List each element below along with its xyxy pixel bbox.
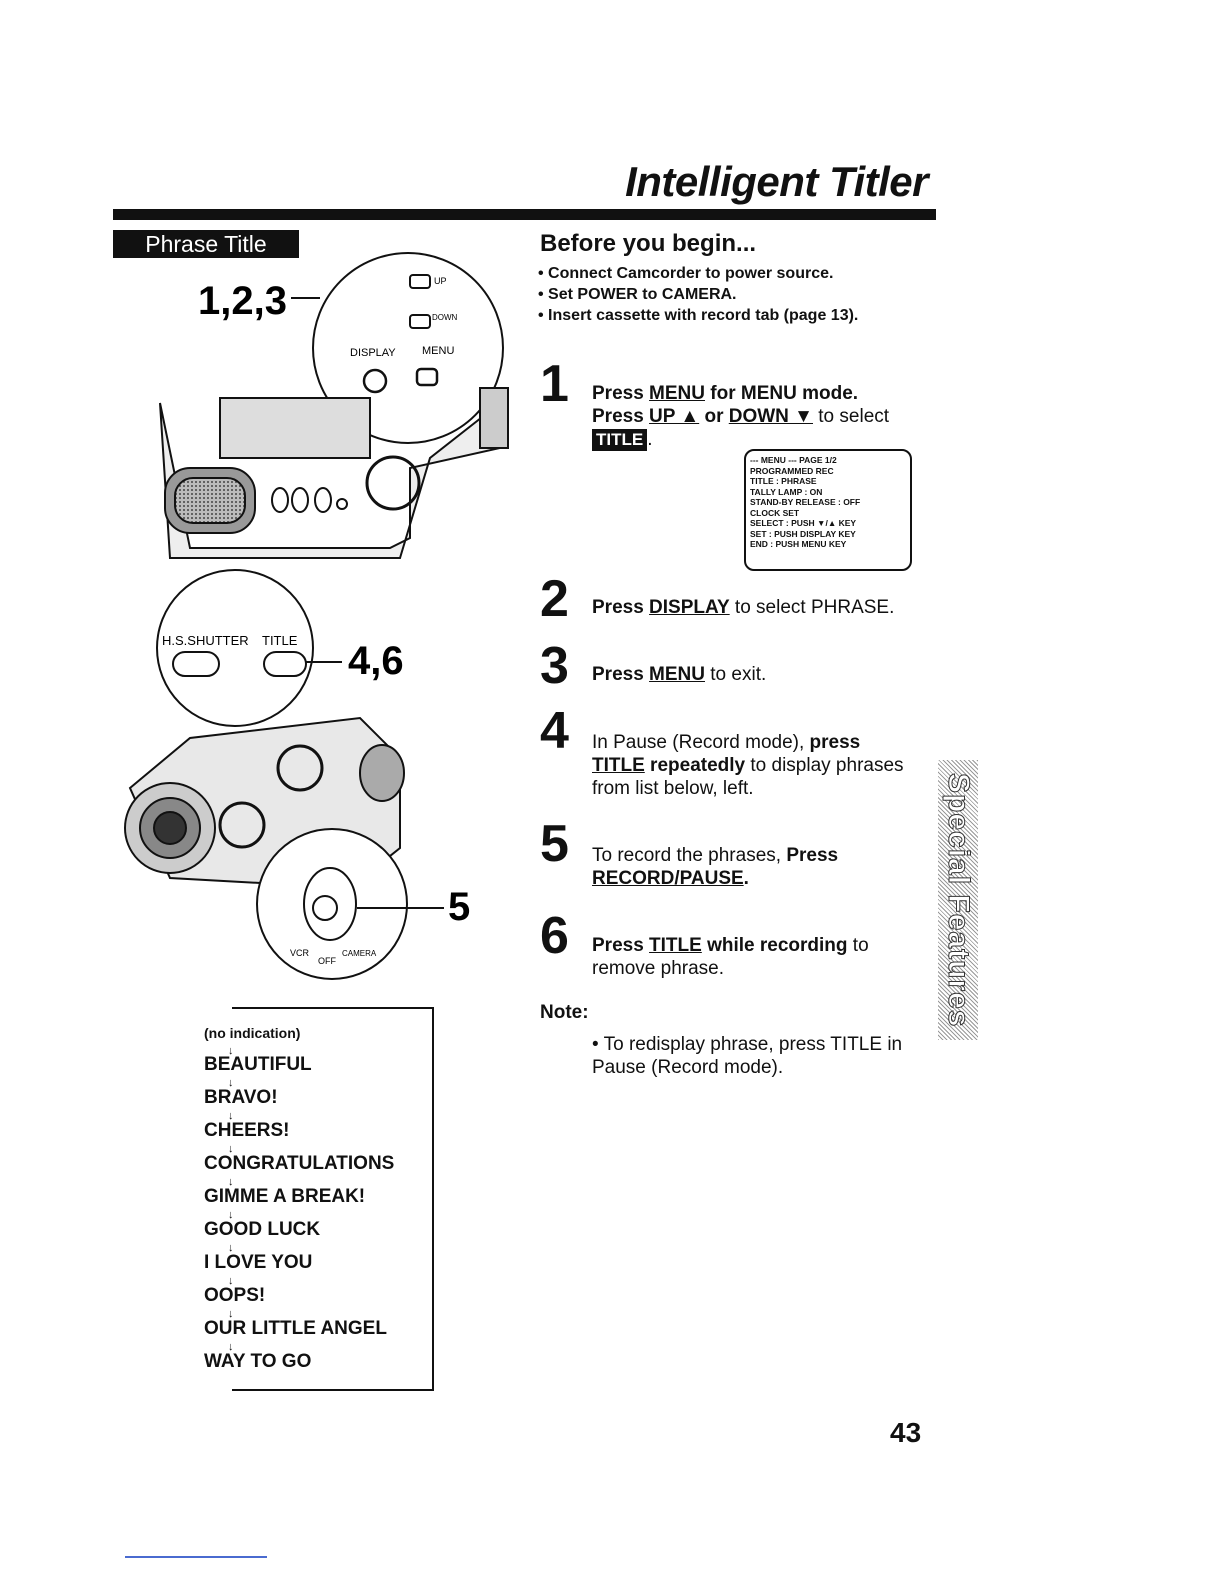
- note-label: Note:: [540, 1002, 589, 1023]
- bullet-item: • Connect Camcorder to power source.: [538, 265, 834, 282]
- menu-label: MENU: [422, 345, 454, 357]
- down-label: DOWN: [432, 313, 458, 322]
- step-5-text: To record the phrases, Press RECORD/PAUS…: [592, 845, 839, 889]
- phrase-item: BEAUTIFUL↓: [204, 1054, 312, 1089]
- page-number: 43: [890, 1417, 922, 1448]
- step-1-text: Press MENU for MENU mode. Press UP ▲ or …: [592, 383, 890, 451]
- menu-screen-display: --- MENU --- PAGE 1/2 PROGRAMMED REC TIT…: [744, 449, 912, 571]
- step-4-number: 4: [540, 702, 569, 760]
- phrase-item: CONGRATULATIONS↓: [204, 1153, 395, 1188]
- step-3-number: 3: [540, 637, 569, 695]
- phrase-item: OOPS!↓: [204, 1285, 266, 1320]
- callout-46: 4,6: [348, 639, 404, 683]
- camera-label: CAMERA: [342, 949, 377, 958]
- before-bullets: • Connect Camcorder to power source. • S…: [538, 263, 858, 326]
- phrase-item: I LOVE YOU↓: [204, 1252, 313, 1287]
- note-text: • To redisplay phrase, press TITLE in Pa…: [592, 1034, 903, 1078]
- phrase-list-box: [232, 1007, 434, 1391]
- section-badge: Phrase Title: [113, 230, 299, 258]
- display-label: DISPLAY: [350, 347, 396, 359]
- page-title: Intelligent Titler: [625, 158, 928, 205]
- step-5-number: 5: [540, 815, 569, 873]
- title-rule: [113, 209, 936, 220]
- phrase-item: CHEERS!↓: [204, 1120, 290, 1155]
- phrase-no-indication: (no indication)↓: [204, 1025, 301, 1057]
- phrase-item: BRAVO!↓: [204, 1087, 278, 1122]
- menu-buttons-closeup: UP DOWN DISPLAY MENU: [291, 252, 504, 444]
- step-1-number: 1: [540, 355, 569, 413]
- side-tab-label: Special Features: [942, 772, 976, 1028]
- phrase-item: WAY TO GO: [204, 1351, 312, 1372]
- step-2-text: Press DISPLAY to select PHRASE.: [592, 597, 895, 618]
- step-4-text: In Pause (Record mode), press TITLE repe…: [592, 732, 904, 799]
- step-6-text: Press TITLE while recording to remove ph…: [592, 935, 869, 979]
- callout-123: 1,2,3: [198, 279, 287, 323]
- hs-shutter-label: H.S.SHUTTER: [162, 633, 249, 648]
- off-label: OFF: [318, 956, 336, 966]
- side-tab: Special Features: [938, 760, 978, 1040]
- step-3-text: Press MENU to exit.: [592, 664, 767, 685]
- phrase-item: GIMME A BREAK!↓: [204, 1186, 366, 1221]
- title-label: TITLE: [262, 633, 298, 648]
- bullet-item: • Insert cassette with record tab (page …: [538, 307, 859, 324]
- camcorder-side-view: [159, 387, 509, 559]
- camcorder-illustration: UP DOWN DISPLAY MENU 1,2,3 H.S.SHUTTER T…: [124, 252, 509, 980]
- title-chip: TITLE: [592, 429, 648, 451]
- title-button-closeup: H.S.SHUTTER TITLE: [156, 569, 342, 727]
- phrase-item: OUR LITTLE ANGEL↓: [204, 1318, 387, 1353]
- callout-5: 5: [448, 885, 470, 929]
- phrase-item: GOOD LUCK↓: [204, 1219, 321, 1254]
- footer-line: [125, 1556, 267, 1558]
- vcr-label: VCR: [290, 948, 310, 958]
- power-switch-closeup: VCR OFF CAMERA: [256, 828, 444, 980]
- before-heading: Before you begin...: [540, 230, 757, 257]
- bullet-item: • Set POWER to CAMERA.: [538, 286, 737, 303]
- phrase-list: (no indication)↓ BEAUTIFUL↓ BRAVO!↓ CHEE…: [204, 1022, 394, 1384]
- up-label: UP: [434, 276, 447, 286]
- step-2-number: 2: [540, 570, 569, 628]
- step-6-number: 6: [540, 907, 569, 965]
